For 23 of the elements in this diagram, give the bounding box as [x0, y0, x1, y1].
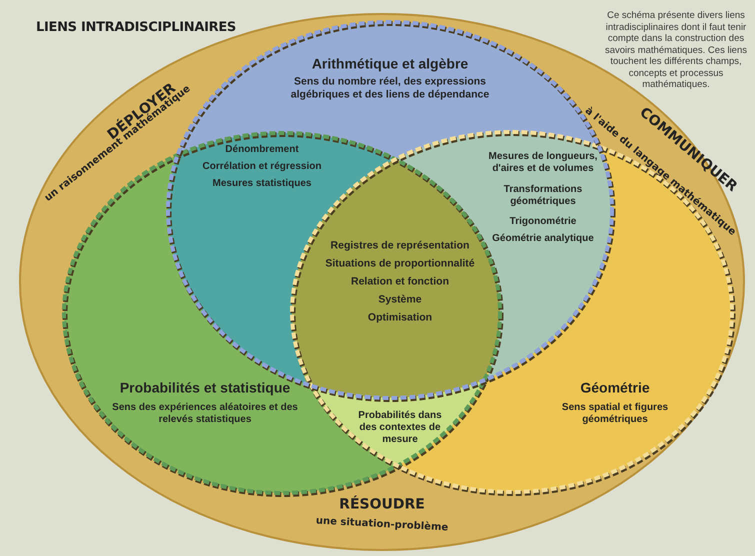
- text-label: Corrélation et régression: [202, 160, 322, 173]
- text-label: Système: [378, 294, 422, 306]
- diagram-title: LIENS INTRADISCIPLINAIRES: [36, 20, 236, 35]
- text-label: Sens spatial et figures géométriques: [560, 402, 670, 426]
- text-label: Transformations géométriques: [502, 184, 584, 208]
- text-label: Sens des expériences aléatoires et des relevés statistiques: [111, 402, 299, 426]
- field-title: Probabilités et statistique: [120, 380, 290, 396]
- text-label: Géométrie analytique: [492, 232, 594, 245]
- text-label: Mesures statistiques: [212, 178, 312, 190]
- field-title: Géométrie: [580, 380, 650, 396]
- note-text: Ce schéma présente divers liens intradisciplinaires dont il faut tenir compte dans la construction des savoirs mathématiques. Ces liens touchent les différents champs, concepts et processus mathématiques.: [604, 10, 748, 90]
- process-heading: RÉSOUDRE: [339, 496, 425, 514]
- text-label: Dénombrement: [225, 144, 299, 156]
- text-label: Registres de représentation: [330, 240, 470, 252]
- text-label: Relation et fonction: [350, 276, 449, 288]
- text-label: Optimisation: [368, 312, 432, 324]
- text-label: Mesures de longueurs, d'aires et de volumes: [488, 150, 598, 175]
- text-label: Sens du nombre réel, des expressions algébriques et des liens de dépendance: [290, 75, 490, 101]
- text-label: Trigonométrie: [510, 216, 576, 228]
- text-label: Situations de proportionnalité: [325, 258, 475, 270]
- process-subtitle: une situation-problème: [316, 516, 448, 534]
- field-title: Arithmétique et algèbre: [312, 56, 468, 72]
- text-label: Probabilités dans des contextes de mesure: [357, 410, 443, 446]
